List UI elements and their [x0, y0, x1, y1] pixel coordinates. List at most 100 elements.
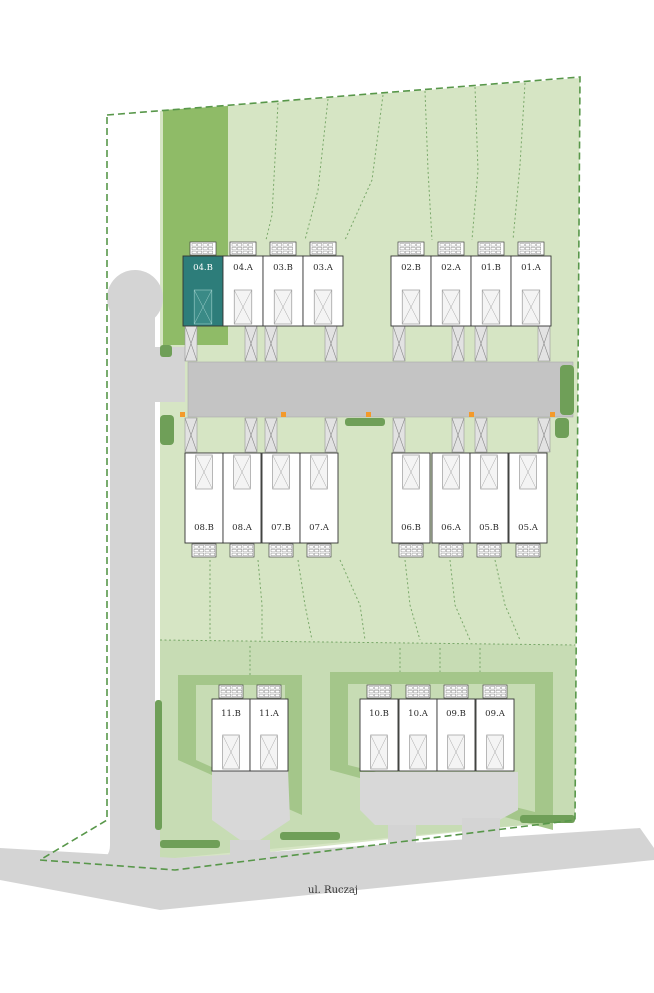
- terrace-tile: [368, 686, 374, 690]
- unit-01-a[interactable]: 01.A: [510, 241, 552, 327]
- terrace-tile: [517, 552, 523, 556]
- terrace-tile: [328, 247, 333, 251]
- unit-terrace: [191, 543, 217, 558]
- unit-terrace: [476, 543, 502, 558]
- terrace-tile: [519, 243, 525, 247]
- terrace-tile: [385, 686, 390, 690]
- driveway-pads: [184, 325, 551, 453]
- terrace-tile: [276, 545, 281, 549]
- garage-cross: [193, 289, 213, 325]
- garage-cross: [447, 734, 465, 770]
- terrace-tile: [451, 693, 456, 697]
- unit-10-b[interactable]: 10.B: [359, 684, 399, 772]
- terrace-tile: [288, 250, 293, 254]
- unit-label: 05.B: [479, 523, 499, 533]
- terrace-tile: [271, 250, 277, 254]
- terrace-tile: [462, 693, 467, 697]
- terrace-tile: [242, 545, 248, 549]
- terrace-tile: [237, 549, 242, 553]
- terrace-tile: [413, 686, 418, 690]
- unit-05-b[interactable]: 05.B: [469, 452, 509, 558]
- terrace-tile: [277, 250, 282, 254]
- unit-01-b[interactable]: 01.B: [470, 241, 512, 327]
- unit-03-a[interactable]: 03.A: [302, 241, 344, 327]
- terrace-tile: [457, 552, 462, 556]
- terrace-tile: [237, 250, 242, 254]
- terrace-tile: [490, 686, 495, 690]
- terrace-tile: [368, 693, 374, 697]
- terrace-tile: [379, 693, 385, 697]
- unit-07-a[interactable]: 07.A: [299, 452, 339, 558]
- terrace-tile: [457, 549, 462, 553]
- unit-07-b[interactable]: 07.B: [261, 452, 301, 558]
- unit-terrace: [443, 684, 469, 699]
- terrace-tile: [479, 250, 485, 254]
- terrace-tile: [319, 545, 325, 549]
- terrace-tile: [322, 247, 328, 251]
- terrace-tile: [534, 552, 539, 556]
- terrace-tile: [479, 243, 485, 247]
- terrace-tile: [282, 243, 288, 247]
- unit-label: 02.B: [401, 263, 421, 273]
- unit-02-b[interactable]: 02.B: [390, 241, 432, 327]
- terrace-tile: [308, 545, 314, 549]
- terrace-tile: [237, 686, 242, 690]
- unit-09-b[interactable]: 09.B: [436, 684, 476, 772]
- unit-label: 02.A: [441, 263, 462, 273]
- terrace-tile: [530, 250, 536, 254]
- terrace-tile: [399, 247, 405, 251]
- terrace-tile: [445, 247, 450, 251]
- terrace-tile: [328, 243, 333, 247]
- terrace-tile: [525, 250, 530, 254]
- terrace-tile: [525, 247, 530, 251]
- unit-08-a[interactable]: 08.A: [222, 452, 262, 558]
- terrace-tile: [484, 693, 490, 697]
- terrace-tile: [523, 545, 528, 549]
- terrace-tile: [220, 690, 226, 694]
- terrace-tile: [519, 250, 525, 254]
- terrace-tile: [523, 552, 528, 556]
- terrace-tile: [407, 686, 413, 690]
- terrace-tile: [237, 247, 242, 251]
- unit-09-a[interactable]: 09.A: [475, 684, 515, 772]
- unit-label: 03.A: [313, 263, 334, 273]
- unit-label: 11.B: [221, 709, 241, 719]
- unit-06-b[interactable]: 06.B: [391, 452, 431, 558]
- terrace-tile: [317, 243, 322, 247]
- terrace-tile: [495, 693, 501, 697]
- terrace-tile: [530, 243, 536, 247]
- terrace-tile: [484, 545, 489, 549]
- terrace-tile: [242, 552, 248, 556]
- terrace-tile: [525, 243, 530, 247]
- terrace-tile: [450, 250, 456, 254]
- unit-terrace: [398, 543, 424, 558]
- unit-10-a[interactable]: 10.A: [398, 684, 438, 772]
- terrace-tile: [271, 247, 277, 251]
- terrace-tile: [276, 552, 281, 556]
- terrace-tile: [197, 243, 202, 247]
- terrace-tile: [446, 549, 451, 553]
- terrace-tile: [485, 247, 490, 251]
- unit-terrace: [438, 543, 464, 558]
- terrace-tile: [242, 549, 248, 553]
- unit-04-a[interactable]: 04.A: [222, 241, 264, 327]
- unit-11-a[interactable]: 11.A: [249, 684, 289, 772]
- unit-terrace: [229, 543, 255, 558]
- terrace-tile: [490, 243, 496, 247]
- unit-11-b[interactable]: 11.B: [211, 684, 251, 772]
- terrace-tile: [407, 690, 413, 694]
- unit-05-a[interactable]: 05.A: [508, 452, 548, 558]
- unit-06-a[interactable]: 06.A: [431, 452, 471, 558]
- terrace-tile: [237, 545, 242, 549]
- terrace-tile: [264, 686, 269, 690]
- unit-terrace: [268, 543, 294, 558]
- terrace-tile: [210, 552, 215, 556]
- unit-08-b[interactable]: 08.B: [184, 452, 224, 558]
- terrace-tile: [208, 243, 213, 247]
- unit-03-b[interactable]: 03.B: [262, 241, 304, 327]
- terrace-tile: [281, 552, 287, 556]
- garage-cross: [233, 454, 251, 490]
- terrace-tile: [322, 243, 328, 247]
- terrace-tile: [416, 250, 421, 254]
- garage-cross: [480, 454, 498, 490]
